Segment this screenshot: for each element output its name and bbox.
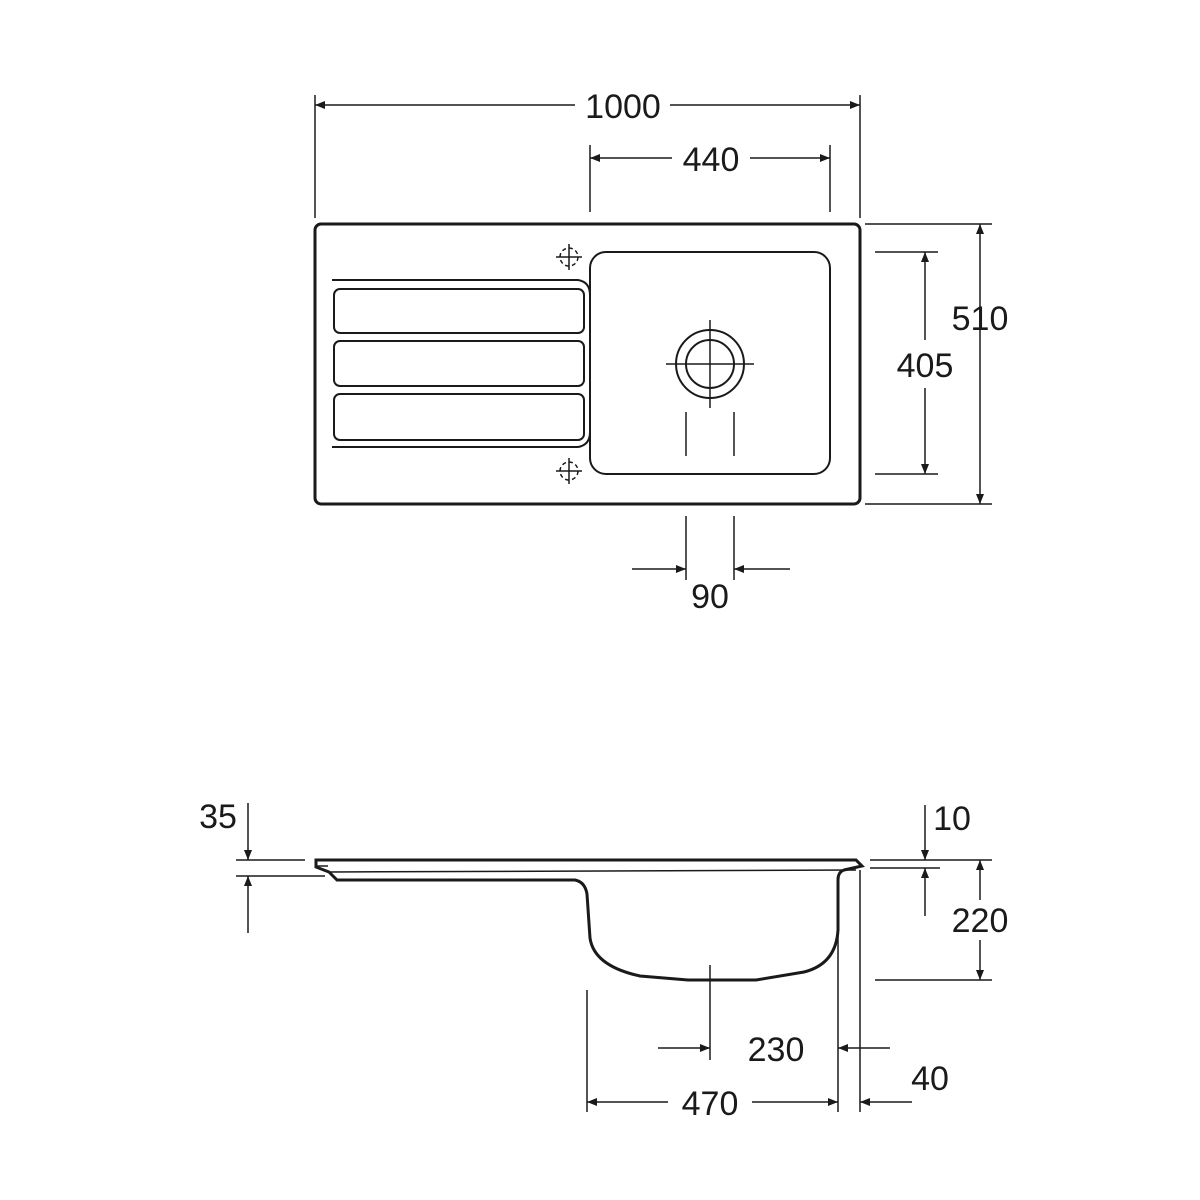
dimension-drain-spacing: 90 — [632, 516, 790, 616]
drain-hole — [666, 320, 754, 456]
sink-outline — [313, 222, 862, 506]
drainboard — [332, 279, 591, 448]
dimension-drain-offset: 230 — [658, 965, 890, 1069]
dimension-bowl-depth: 405 — [875, 251, 954, 475]
dimension-label: 510 — [952, 300, 1009, 338]
dimension-label: 405 — [897, 347, 954, 385]
dimension-rim-overhang: 40 — [859, 870, 949, 1112]
dimension-label: 35 — [199, 798, 237, 836]
drainboard-rib — [333, 393, 585, 441]
tap-hole-marker — [556, 458, 582, 484]
dimension-overall-width: 1000 — [314, 88, 861, 218]
dimension-bowl-width: 440 — [589, 141, 831, 212]
dimension-bowl-length: 470 — [586, 880, 839, 1123]
dimension-label: 220 — [952, 902, 1009, 940]
dimension-overall-depth: 510 — [865, 223, 1009, 505]
drainboard-rib — [333, 288, 585, 334]
dimension-label: 440 — [683, 141, 740, 179]
dimension-bowl-height: 220 — [875, 860, 1009, 981]
dimension-label: 1000 — [585, 88, 661, 126]
dimension-label: 40 — [911, 1060, 949, 1098]
side-view: 35 10 220 230 470 — [199, 798, 1008, 1123]
dimension-label: 470 — [682, 1085, 739, 1123]
dimension-label: 230 — [748, 1031, 805, 1069]
sink-profile — [314, 858, 865, 982]
dimension-label: 10 — [933, 800, 971, 838]
top-view: 1000 440 510 405 — [313, 88, 1009, 616]
drainboard-rib — [333, 340, 585, 387]
dimension-label: 90 — [691, 578, 729, 616]
dimension-drainboard-depth: 35 — [199, 798, 325, 933]
dimension-rim-thickness: 10 — [870, 800, 992, 916]
tap-hole-marker — [556, 244, 582, 270]
